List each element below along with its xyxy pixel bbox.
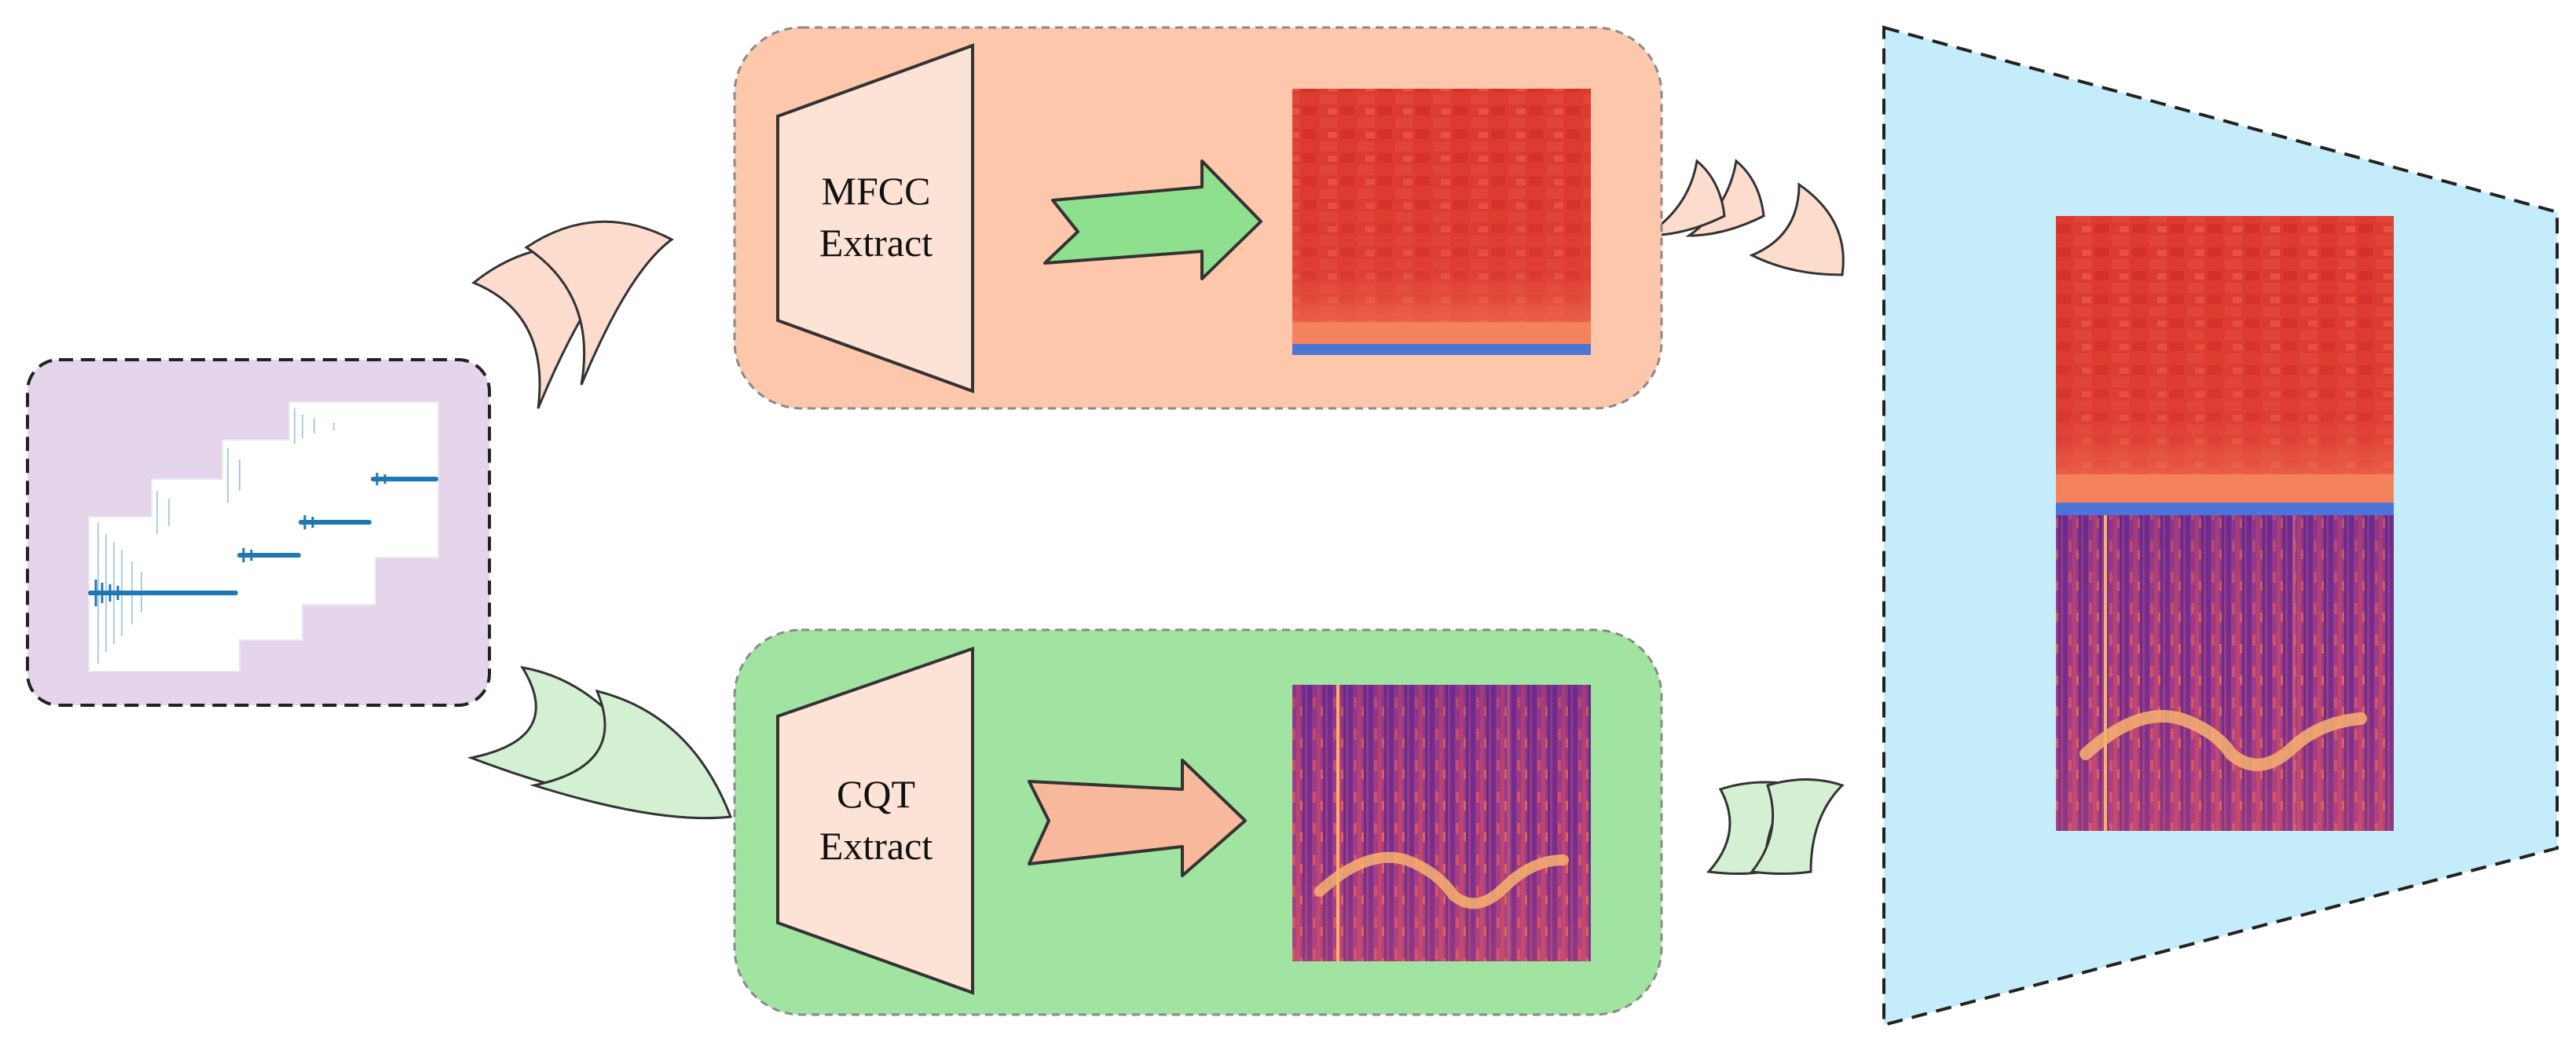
mfcc-extractor [776, 43, 974, 393]
mfcc-extract-label: MFCC Extract [786, 165, 966, 269]
connector-cqt-to-fusion [1706, 778, 1845, 875]
mfcc-label-line1: MFCC [821, 169, 931, 213]
cqt-label-line1: CQT [837, 772, 915, 816]
cqt-arrow-icon [1028, 759, 1247, 877]
connector-input-to-mfcc [471, 220, 674, 409]
cqt-spectrogram [1292, 685, 1591, 961]
mfcc-label-line2: Extract [819, 221, 933, 265]
mfcc-arrow-icon [1043, 159, 1262, 280]
cqt-label-line2: Extract [819, 824, 933, 868]
connector-mfcc-to-fusion [1641, 159, 1845, 276]
connector-input-to-cqt [467, 665, 733, 820]
cqt-extractor [776, 646, 974, 995]
fused-spectrogram [2056, 216, 2394, 831]
audio-waveform-stack [88, 401, 439, 672]
cqt-extract-label: CQT Extract [786, 768, 966, 872]
mfcc-spectrogram [1292, 89, 1591, 355]
